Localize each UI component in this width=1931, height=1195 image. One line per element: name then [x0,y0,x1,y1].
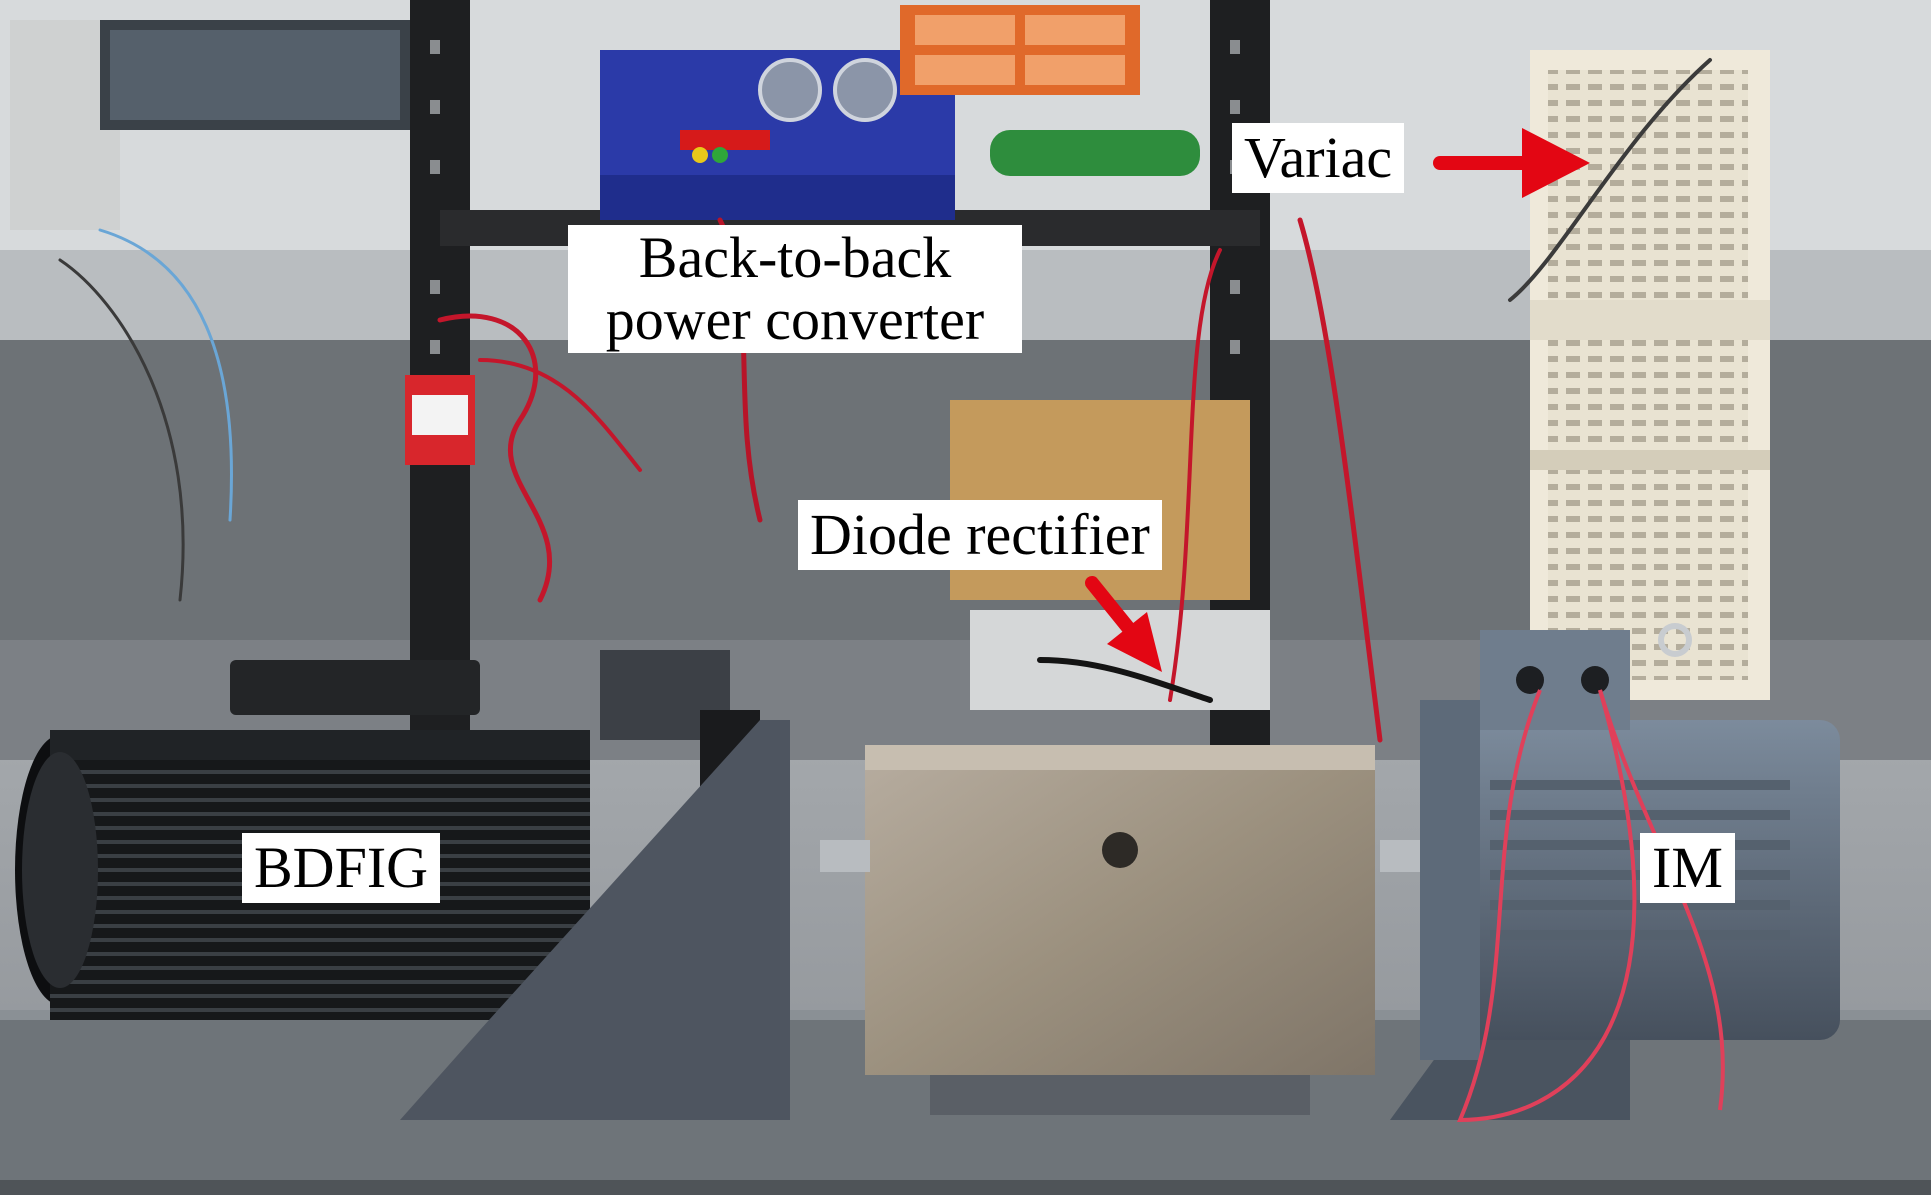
back-to-back-label-line1: Back-to-back [638,225,952,290]
back-to-back-converter-label: Back-to-back power converter [568,225,1022,353]
back-to-back-label-line2: power converter [605,287,985,352]
diode-rectifier-label: Diode rectifier [798,500,1162,570]
bdfig-label: BDFIG [242,833,441,903]
variac-label: Variac [1232,123,1405,193]
im-label: IM [1640,833,1735,903]
